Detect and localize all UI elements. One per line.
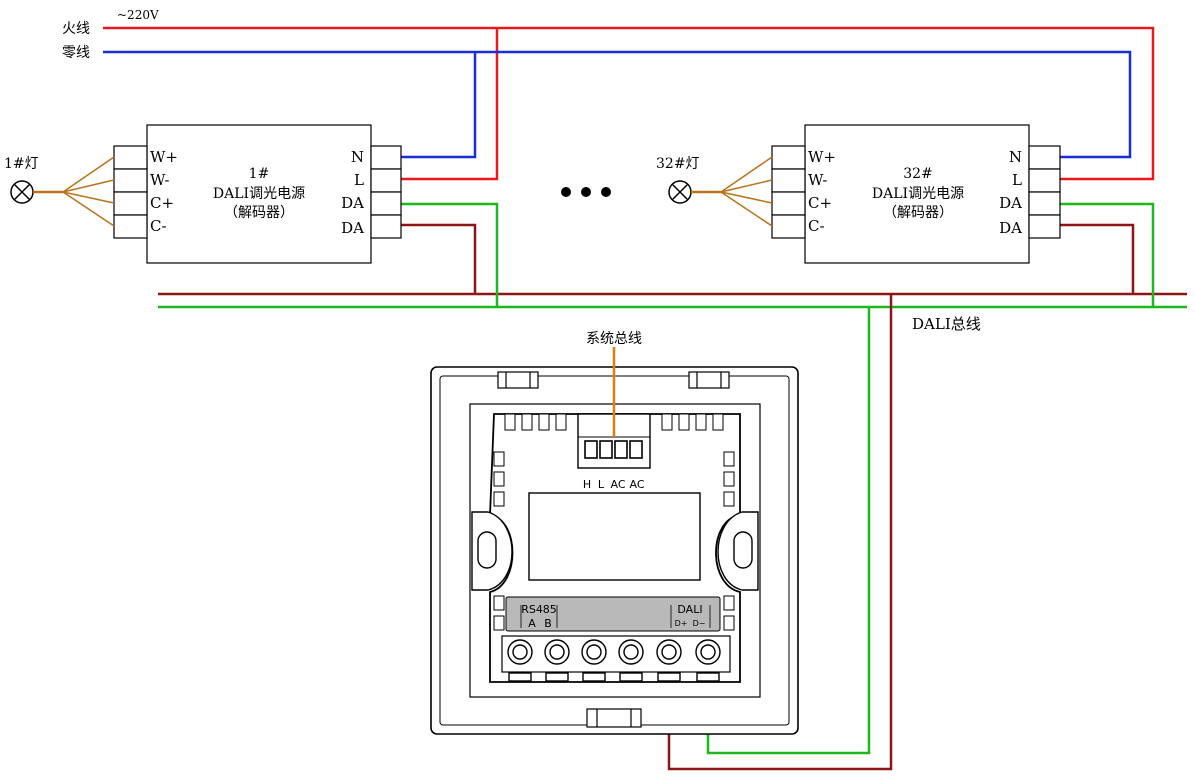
driver-32-body (804, 124, 1030, 264)
driver-1-terminal-w-minus: W- (150, 171, 169, 189)
driver-1-terminal-l: L (354, 171, 364, 189)
driver-1-right-terminal-block (370, 145, 402, 239)
driver-1-terminal-c-minus: C- (150, 217, 167, 235)
lamp-32-fan-wires (720, 156, 773, 227)
driver32-da2-wire (1060, 223, 1135, 294)
system-bus-connector-sockets (584, 440, 643, 459)
neutral-wire (103, 50, 1132, 159)
live-drop-driver1 (401, 28, 499, 181)
driver-1-terminal-w-plus: W+ (150, 148, 178, 166)
panel-dali-pin-minus: D− (693, 619, 706, 628)
panel-dali-label: DALI (677, 603, 702, 616)
driver-32-terminal-w-minus: W- (808, 171, 827, 189)
driver-1-terminal-da2: DA (341, 219, 364, 237)
driver-32-terminal-l: L (1012, 171, 1022, 189)
driver-32-right-terminal-block (1028, 145, 1061, 239)
control-panel (430, 366, 799, 735)
panel-side-tabs (493, 451, 735, 631)
driver-32-terminal-da2: DA (999, 219, 1022, 237)
panel-terminal-ac1: AC (610, 478, 625, 491)
driver-32-terminal-w-plus: W+ (808, 148, 836, 166)
driver-1-left-terminal-block (113, 145, 148, 239)
driver-32-terminal-da1: DA (999, 194, 1022, 212)
driver1-da2-wire (401, 223, 477, 294)
driver-32-name-line3: （解码器） (883, 205, 953, 221)
panel-label-window (528, 492, 701, 581)
driver-32-left-terminal-block (771, 145, 806, 239)
lamp-1-fan-wires (62, 156, 115, 227)
panel-top-clips (497, 371, 730, 389)
driver-1-terminal-c-plus: C+ (150, 194, 174, 212)
driver-1-terminal-n: N (351, 148, 364, 166)
lamp-32: 32#灯 (656, 156, 773, 227)
driver-32: W+ W- C+ C- N L DA DA 32# DALI调光电源 （解码器） (771, 124, 1061, 264)
driver-1-terminal-da1: DA (341, 194, 364, 212)
rs485-pin-b: B (544, 617, 552, 630)
panel-left-mount-slot (477, 531, 497, 569)
lamp-32-label: 32#灯 (656, 156, 700, 172)
rs485-label: RS485 (521, 603, 557, 616)
panel-right-mount-slot (733, 531, 753, 569)
driver-32-terminal-c-minus: C- (808, 217, 825, 235)
live-wire (103, 26, 1155, 181)
panel-terminal-strip (505, 596, 721, 632)
driver-1-name-line2: DALI调光电源 (213, 186, 305, 202)
panel-terminal-ac2: AC (629, 478, 644, 491)
voltage-label: ~220V (117, 8, 159, 22)
driver-32-terminal-c-plus: C+ (808, 194, 832, 212)
driver-1-body (146, 124, 372, 264)
lamp-1: 1#灯 (4, 156, 115, 227)
driver-1-name-line3: （解码器） (224, 205, 294, 221)
panel-dali-pin-plus: D+ (675, 619, 688, 628)
rs485-bracket (520, 605, 558, 628)
dali-bus-label: DALI总线 (912, 315, 981, 333)
system-bus-label: 系统总线 (586, 331, 642, 347)
panel-terminal-h: H (583, 478, 591, 491)
driver1-da1-wire (401, 202, 499, 307)
driver-32-name-line2: DALI调光电源 (872, 186, 964, 202)
dali-bracket (670, 605, 711, 628)
driver32-da1-wire (1060, 202, 1155, 307)
lamp-1-label: 1#灯 (4, 156, 39, 172)
driver-32-terminal-n: N (1009, 148, 1022, 166)
mains-wiring (103, 26, 1155, 181)
rs485-pin-a: A (528, 617, 536, 630)
driver-32-name-line1: 32# (903, 166, 933, 182)
neutral-drop-driver1 (401, 52, 477, 159)
panel-screw-terminals (501, 635, 731, 682)
panel-terminal-l: L (598, 478, 605, 491)
ellipsis (561, 187, 611, 197)
neutral-label: 零线 (62, 45, 90, 61)
driver-1: W+ W- C+ C- N L DA DA 1# DALI调光电源 （解码器） (113, 124, 402, 264)
panel-top-tabs (504, 413, 724, 431)
live-label: 火线 (62, 21, 90, 37)
driver-1-name-line1: 1# (249, 166, 270, 182)
panel-bottom-clip (586, 708, 642, 728)
